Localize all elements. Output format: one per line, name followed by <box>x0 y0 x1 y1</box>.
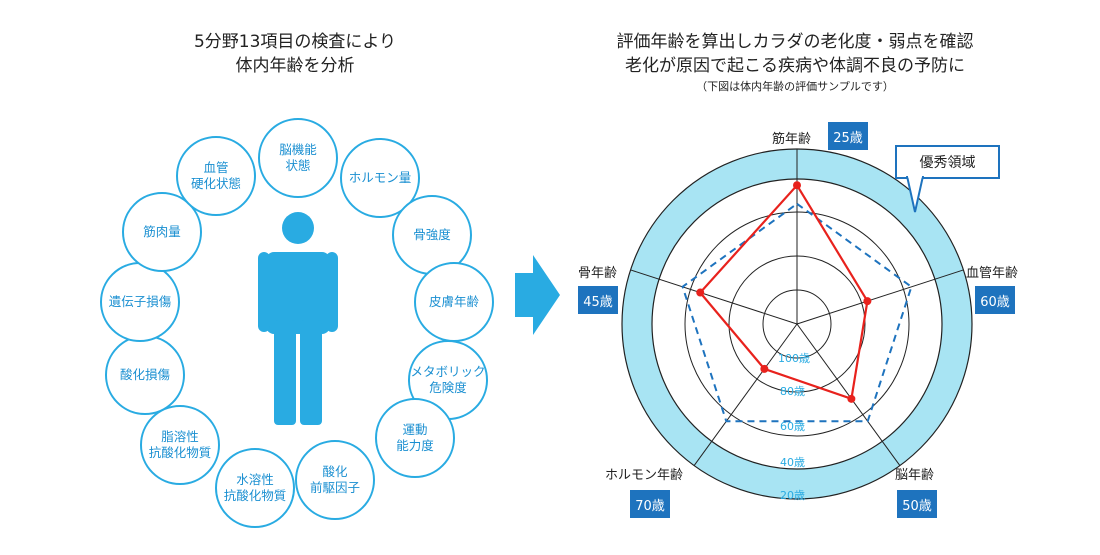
age-box-hormone: 70歳 <box>630 490 670 518</box>
radar-spoke <box>693 323 798 466</box>
ring-label-80: 80歳 <box>780 385 805 398</box>
bubble-hormone-level: ホルモン量 <box>340 138 420 218</box>
right-heading-line1: 評価年齢を算出しカラダの老化度・弱点を確認 <box>616 32 974 52</box>
axis-label-hormone: ホルモン年齢 <box>605 468 684 483</box>
age-box-brain: 50歳 <box>897 490 937 518</box>
axis-label-muscle: 筋年齢 <box>772 132 812 147</box>
callout-pointer <box>905 176 925 213</box>
radar-point-2 <box>847 394 856 403</box>
radar-point-4 <box>696 288 705 297</box>
reference-series-line <box>681 202 913 423</box>
age-box-vascular: 60歳 <box>975 286 1015 314</box>
radar-spoke <box>796 323 901 466</box>
left-heading-line1: 5分野13項目の検査により <box>193 32 397 52</box>
bubble-fat-soluble-antioxidant: 脂溶性 抗酸化物質 <box>140 405 220 485</box>
right-arrow-icon <box>515 255 560 335</box>
left-heading-line2: 体内年齢を分析 <box>235 56 355 76</box>
ring-label-100: 100歳 <box>778 352 810 365</box>
radar-point-3 <box>760 364 769 373</box>
bubble-brain-function: 脳機能 状態 <box>258 118 338 198</box>
bubble-skin-age: 皮膚年齢 <box>414 262 494 342</box>
left-heading: 5分野13項目の検査により 体内年齢を分析 <box>130 30 460 78</box>
ring-label-40: 40歳 <box>780 456 805 469</box>
bubble-vascular-sclerosis: 血管 硬化状態 <box>176 136 256 216</box>
bubble-gene-damage: 遺伝子損傷 <box>100 262 180 342</box>
excellent-zone-callout: 優秀領域 <box>895 145 1000 179</box>
right-heading: 評価年齢を算出しカラダの老化度・弱点を確認 老化が原因で起こる疾病や体調不良の予… <box>570 30 1020 96</box>
bubble-exercise-ability: 運動 能力度 <box>375 398 455 478</box>
bubble-oxidative-damage: 酸化損傷 <box>105 335 185 415</box>
radar-spoke <box>630 269 798 325</box>
evaluation-series-line <box>698 183 869 401</box>
person-icon <box>258 212 338 425</box>
radar-chart <box>621 148 973 500</box>
radar-point-0 <box>793 181 801 190</box>
ring-label-20: 20歳 <box>780 489 805 502</box>
bubble-water-soluble-antioxidant: 水溶性 抗酸化物質 <box>215 448 295 528</box>
bubble-oxidation-precursor: 酸化 前駆因子 <box>295 440 375 520</box>
axis-label-vascular: 血管年齢 <box>966 266 1019 281</box>
right-heading-line2: 老化が原因で起こる疾病や体調不良の予防に <box>625 56 965 76</box>
ring-label-60: 60歳 <box>780 420 805 433</box>
age-box-muscle: 25歳 <box>828 122 868 150</box>
axis-label-brain: 脳年齢 <box>895 468 935 483</box>
radar-spoke <box>796 269 964 325</box>
radar-point-1 <box>863 297 872 306</box>
axis-label-bone: 骨年齢 <box>578 266 618 281</box>
age-box-bone: 45歳 <box>578 286 618 314</box>
right-heading-note: （下図は体内年齢の評価サンプルです） <box>696 80 894 93</box>
